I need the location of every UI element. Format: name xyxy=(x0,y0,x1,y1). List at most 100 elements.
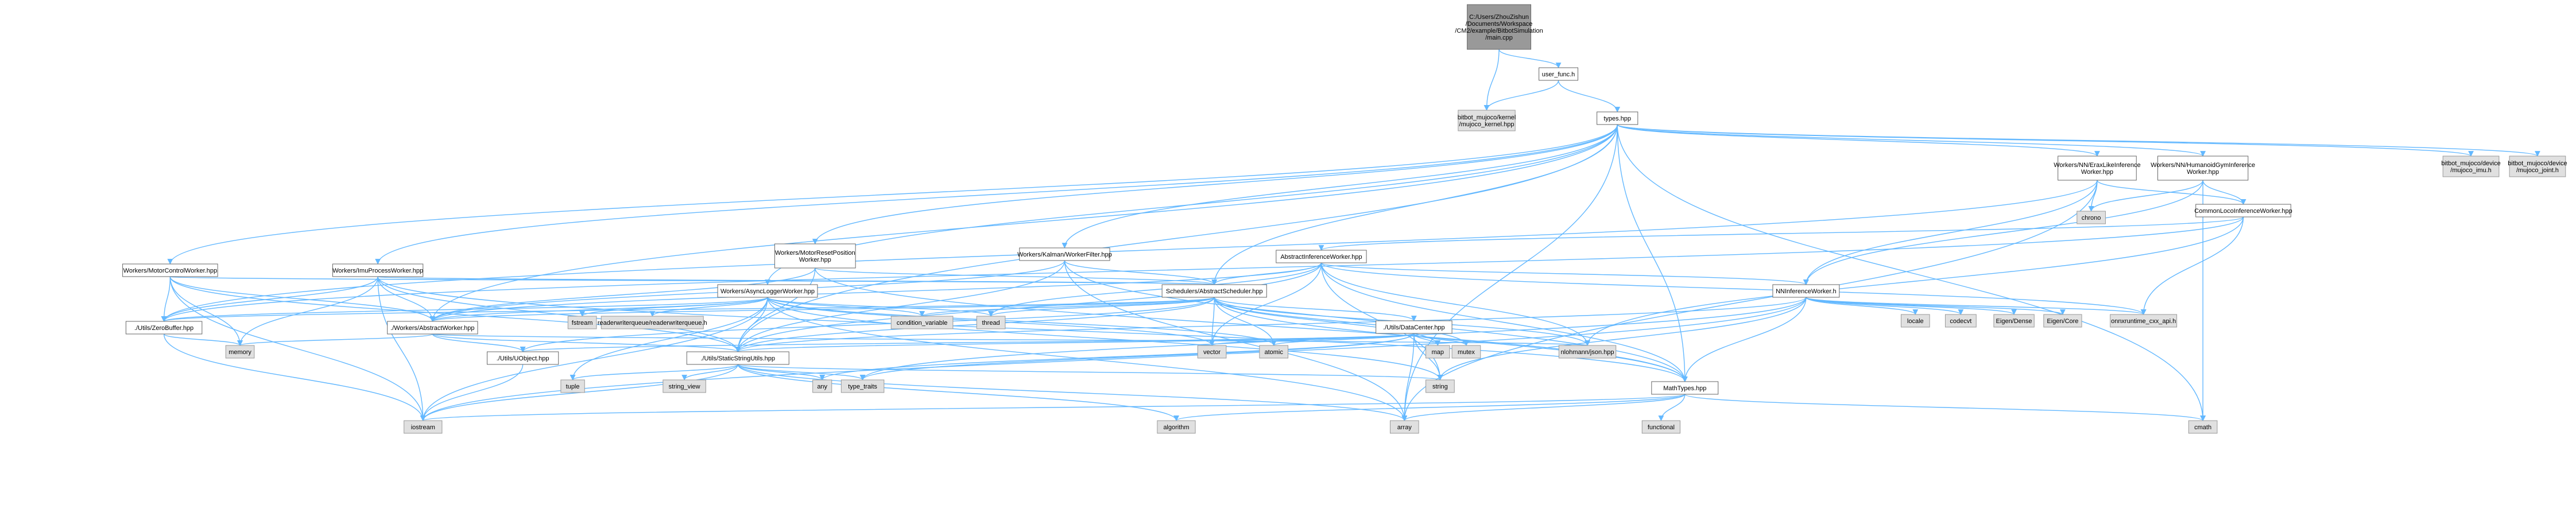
node-box xyxy=(663,379,706,393)
node-zerobuffer[interactable]: ./Utils/ZeroBuffer.hpp xyxy=(125,321,203,335)
edge-nninference-to-onnx xyxy=(1806,297,2147,315)
edge-motorreset-to-scheduler xyxy=(815,267,1217,285)
node-uobject[interactable]: ./Utils/UObject.hpp xyxy=(487,351,559,365)
node-box xyxy=(1772,284,1840,298)
node-mutex[interactable]: mutex xyxy=(1451,345,1481,359)
node-label: Workers/NN/HumanoidGymInference xyxy=(2151,162,2255,169)
node-label: bitbot_mujoco/device xyxy=(2508,160,2567,167)
node-box xyxy=(1451,345,1481,359)
edge-nninference-to-eigen_core xyxy=(1806,297,2066,315)
node-atomic[interactable]: atomic xyxy=(1259,345,1288,359)
node-functional[interactable]: functional xyxy=(1641,420,1680,434)
node-box xyxy=(1157,420,1196,434)
edge-motorreset-to-abstractworker xyxy=(429,267,816,322)
edge-motorcontrol-to-memory xyxy=(169,276,243,346)
node-eigen_core[interactable]: Eigen/Core xyxy=(2043,314,2082,328)
node-label: string xyxy=(1432,383,1448,390)
node-label: nlohmann/json.hpp xyxy=(1561,349,1614,356)
node-codecvt[interactable]: codecvt xyxy=(1944,314,1977,328)
node-label: Worker.hpp xyxy=(2081,169,2113,176)
edge-mathtypes-to-iostream xyxy=(420,394,1686,421)
node-map[interactable]: map xyxy=(1425,345,1450,359)
node-label: mutex xyxy=(1458,349,1475,356)
edge-humanoidgym-to-commonloco xyxy=(2202,180,2246,205)
node-scheduler[interactable]: Schedulers/AbstractScheduler.hpp xyxy=(1161,284,1267,298)
node-json[interactable]: nlohmann/json.hpp xyxy=(1558,345,1617,359)
edge-staticstring-to-string_view xyxy=(681,364,738,380)
node-tuple[interactable]: tuple xyxy=(560,379,585,393)
node-main[interactable]: C:/Users/ZhouZishun/Documents/Workspace/… xyxy=(1455,4,1543,50)
node-box xyxy=(1259,345,1288,359)
node-datacenter[interactable]: ./Utils/DataCenter.hpp xyxy=(1376,320,1452,334)
node-abstractworker[interactable]: ./Workers/AbstractWorker.hpp xyxy=(387,321,478,335)
node-label: bitbot_mujoco/device xyxy=(2441,160,2500,167)
node-iostream[interactable]: iostream xyxy=(404,420,443,434)
edge-zerobuffer-to-iostream xyxy=(163,333,426,421)
node-rwqueue[interactable]: readerwriterqueue/readerwriterqueue.h xyxy=(598,316,707,329)
node-humanoidgym[interactable]: Workers/NN/HumanoidGymInferenceWorker.hp… xyxy=(2151,156,2255,181)
node-box xyxy=(2110,314,2178,328)
node-mujoco_imu[interactable]: bitbot_mujoco/device/mujoco_imu.h xyxy=(2441,156,2501,177)
edge-types-to-humanoidgym xyxy=(1617,124,2206,157)
node-nninference[interactable]: NNInferenceWorker.h xyxy=(1772,284,1840,298)
node-abstractinf[interactable]: AbstractInferenceWorker.hpp xyxy=(1276,250,1367,263)
node-box xyxy=(2188,420,2218,434)
node-box xyxy=(560,379,585,393)
edge-types-to-mujoco_imu xyxy=(1617,124,2474,157)
edge-nninference-to-mathtypes xyxy=(1682,297,1807,382)
node-types[interactable]: types.hpp xyxy=(1597,111,1638,125)
node-commonloco[interactable]: CommonLocoInferenceWorker.hpp xyxy=(2194,204,2292,217)
edge-abstractinf-to-thread xyxy=(988,262,1322,317)
node-chrono[interactable]: chrono xyxy=(2077,211,2106,224)
node-eigen_dense[interactable]: Eigen/Dense xyxy=(1993,314,2035,328)
node-imuprocess[interactable]: Workers/ImuProcessWorker.hpp xyxy=(332,263,424,277)
node-label: Workers/NN/EraxLikeInference xyxy=(2054,162,2140,169)
node-vector[interactable]: vector xyxy=(1197,345,1227,359)
edge-scheduler-to-vector xyxy=(1209,297,1215,346)
node-label: Schedulers/AbstractScheduler.hpp xyxy=(1166,288,1263,295)
edge-scheduler-to-uobject xyxy=(520,297,1215,352)
node-label: type_traits xyxy=(848,383,877,390)
node-staticstring[interactable]: ./Utils/StaticStringUtils.hpp xyxy=(686,351,789,365)
node-label: onnxruntime_cxx_api.h xyxy=(2111,318,2176,325)
node-label: /mujoco_joint.h xyxy=(2516,167,2559,174)
node-box xyxy=(774,243,856,269)
node-condvar[interactable]: condition_variable xyxy=(890,316,954,329)
edge-nninference-to-staticstring xyxy=(735,297,1807,352)
edge-imuprocess-to-mathtypes xyxy=(377,276,1688,382)
node-cmath[interactable]: cmath xyxy=(2188,420,2218,434)
edge-user_func-to-types xyxy=(1558,80,1621,112)
node-any[interactable]: any xyxy=(812,379,832,393)
node-type_traits[interactable]: type_traits xyxy=(840,379,885,393)
node-box xyxy=(1197,345,1227,359)
node-mujoco_kernel[interactable]: bitbot_mujoco/kernel/mujoco_kernel.hpp xyxy=(1458,110,1516,131)
node-mujoco_joint[interactable]: bitbot_mujoco/device/mujoco_joint.h xyxy=(2508,156,2567,177)
edge-imuprocess-to-iostream xyxy=(377,276,426,421)
node-thread[interactable]: thread xyxy=(976,316,1006,329)
node-onnx[interactable]: onnxruntime_cxx_api.h xyxy=(2110,314,2178,328)
node-algorithm[interactable]: algorithm xyxy=(1157,420,1196,434)
node-box xyxy=(332,263,424,277)
node-user_func[interactable]: user_func.h xyxy=(1539,67,1578,81)
node-box xyxy=(1558,345,1617,359)
node-box xyxy=(890,316,954,329)
edge-scheduler-to-staticstring xyxy=(735,297,1215,352)
node-kalman[interactable]: Workers/Kalman/WorkerFilter.hpp xyxy=(1017,247,1112,261)
node-asynclogger[interactable]: Workers/AsyncLoggerWorker.hpp xyxy=(717,284,818,298)
edge-types-to-abstractworker xyxy=(429,124,1618,322)
edge-kalman-to-scheduler xyxy=(1064,260,1217,285)
node-fstream[interactable]: fstream xyxy=(567,316,597,329)
node-mathtypes[interactable]: MathTypes.hpp xyxy=(1651,381,1719,395)
node-string_view[interactable]: string_view xyxy=(663,379,706,393)
node-string[interactable]: string xyxy=(1425,379,1455,393)
node-motorcontrol[interactable]: Workers/MotorControlWorker.hpp xyxy=(122,263,218,277)
node-memory[interactable]: memory xyxy=(225,345,255,359)
node-box xyxy=(1900,314,1930,328)
node-locale[interactable]: locale xyxy=(1900,314,1930,328)
node-array[interactable]: array xyxy=(1389,420,1419,434)
node-label: AbstractInferenceWorker.hpp xyxy=(1280,254,1362,261)
node-box xyxy=(686,351,789,365)
node-box xyxy=(1597,111,1638,125)
